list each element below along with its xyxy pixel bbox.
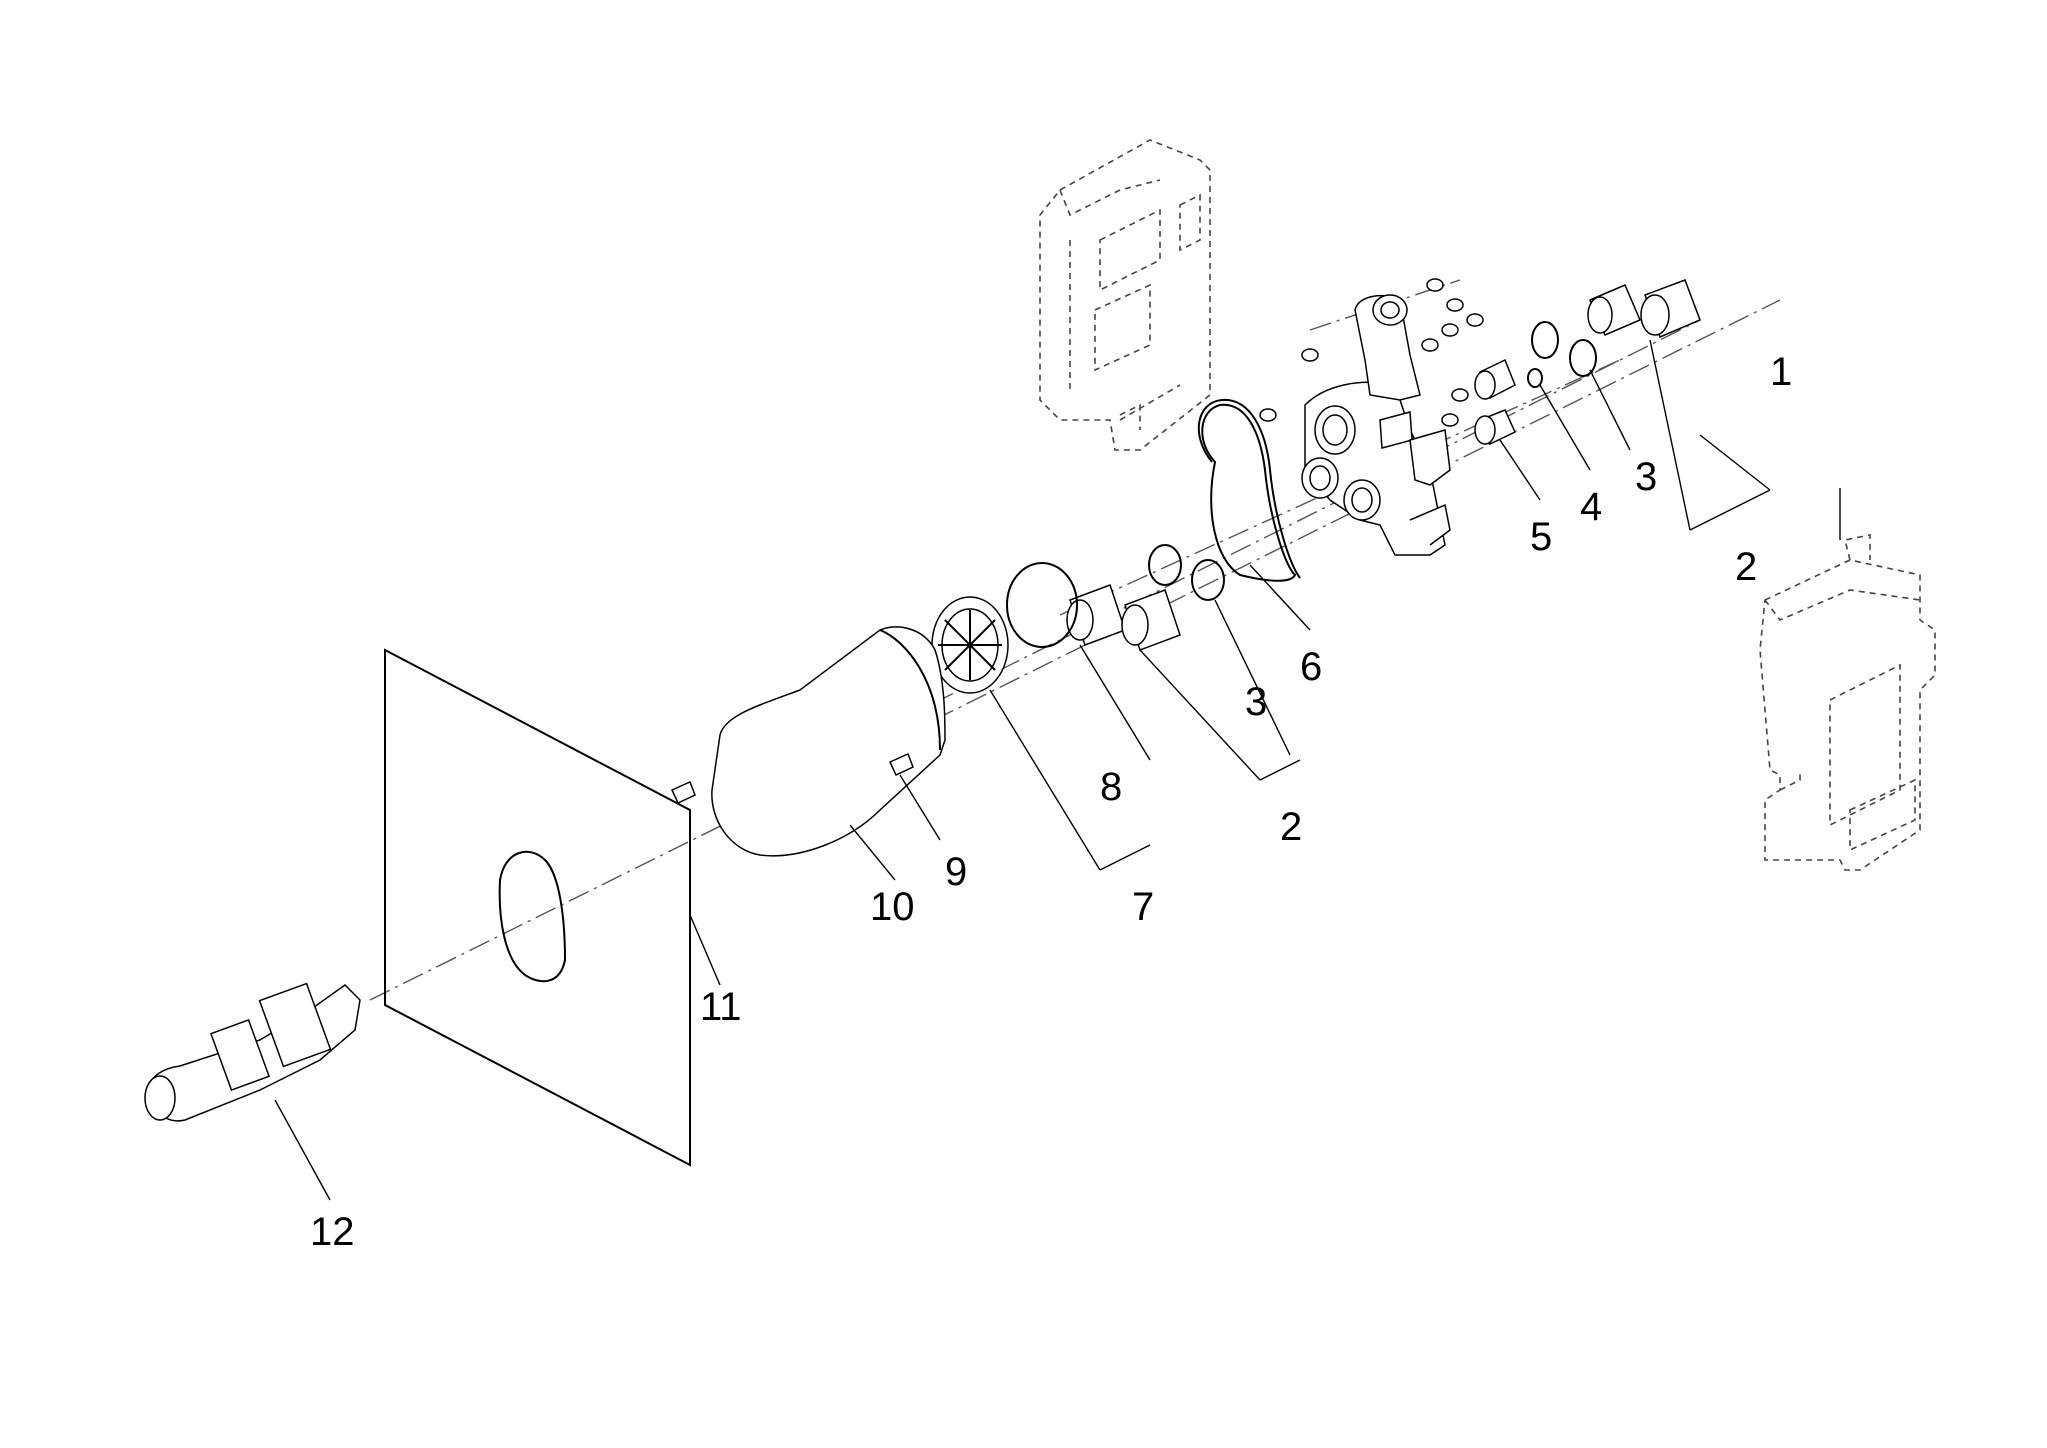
callout-3-upper: 3 (1635, 455, 1657, 499)
callout-8: 8 (1100, 765, 1122, 809)
valve-body (1301, 294, 1451, 556)
valve-fasteners (1259, 278, 1484, 427)
part-6-gasket (1197, 398, 1301, 582)
callout-1: 1 (1770, 350, 1792, 394)
callout-2-upper: 2 (1735, 545, 1757, 589)
callout-2-lower: 2 (1280, 805, 1302, 849)
callout-labels: 1 2 3 4 5 6 3 2 8 9 10 7 11 12 (310, 350, 1792, 1254)
part-7-cap-nut (931, 596, 1009, 694)
callout-3-lower: 3 (1245, 680, 1267, 724)
callout-11: 11 (700, 985, 742, 1029)
part-4-o-ring (1527, 368, 1543, 388)
callout-12: 12 (310, 1210, 355, 1254)
part-3-o-rings-lower (1148, 544, 1225, 601)
part-2-cartridges-upper (1587, 279, 1701, 339)
part-2-cartridges-lower (1066, 584, 1181, 651)
callout-10: 10 (870, 885, 915, 929)
part-5-check-valves (1474, 358, 1516, 446)
part-8-o-ring (1006, 562, 1078, 648)
callout-5: 5 (1530, 515, 1552, 559)
part-9-screws (671, 752, 914, 805)
callout-6: 6 (1300, 645, 1322, 689)
part-12-thermostat-cartridge (144, 982, 361, 1122)
callout-4: 4 (1580, 485, 1602, 529)
callout-9: 9 (945, 850, 967, 894)
callout-7: 7 (1132, 885, 1154, 929)
part-1-mounting-bracket (1039, 139, 1936, 871)
part-10-cover-housing (711, 626, 946, 857)
leader-lines (274, 339, 1771, 1201)
part-11-wall-plate (384, 648, 691, 1167)
part-3-o-rings-upper (1531, 321, 1597, 377)
assembly-axes (369, 279, 1781, 1001)
